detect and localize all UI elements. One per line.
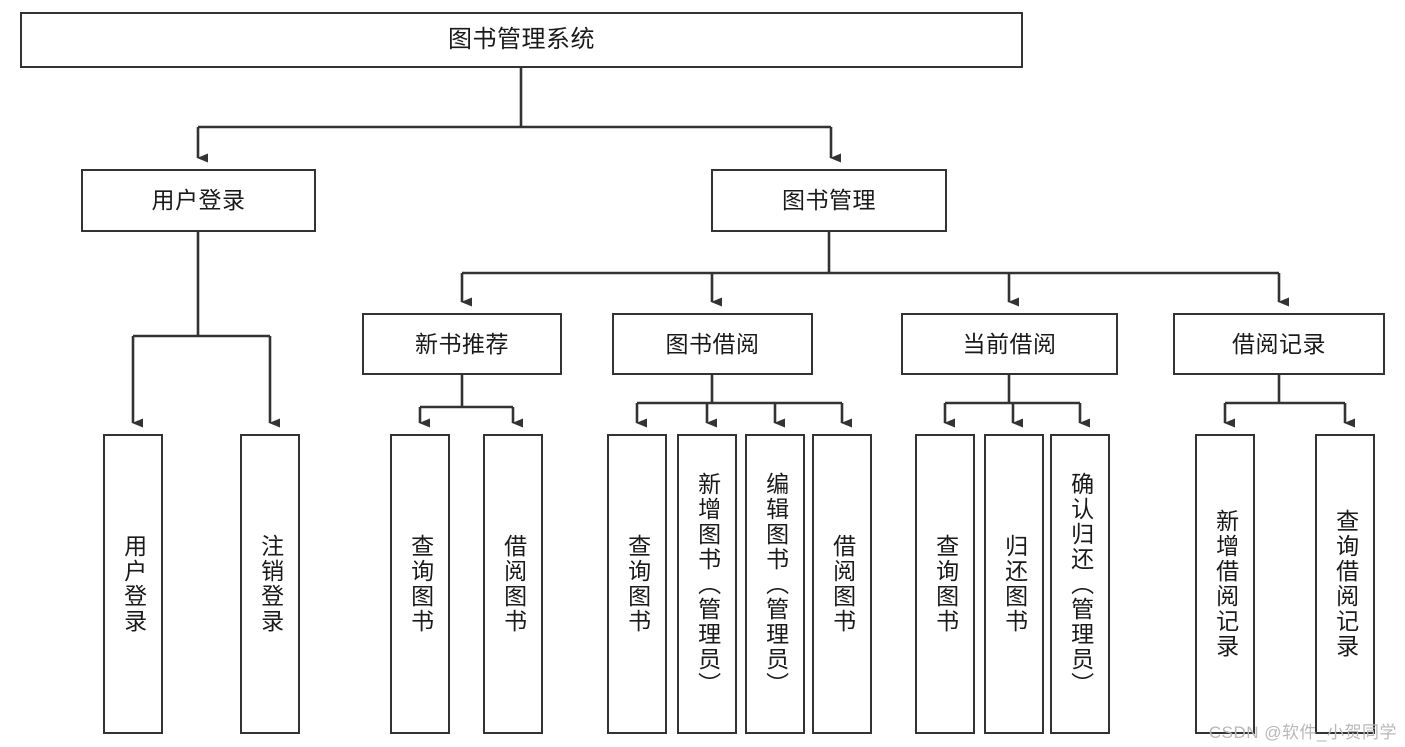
node-current-borrow[interactable]: 当前借阅: [901, 313, 1118, 375]
node-label: 确认归还（管理员）: [1067, 471, 1094, 697]
node-label: 借阅记录: [1232, 330, 1326, 357]
node-label: 用户登录: [151, 187, 246, 214]
leaf-user-login[interactable]: 用户登录: [103, 434, 163, 734]
node-label: 新增借阅记录: [1212, 509, 1239, 659]
node-borrow-records[interactable]: 借阅记录: [1173, 313, 1385, 375]
node-label: 图书借阅: [665, 330, 760, 357]
node-label: 查询图书: [932, 534, 959, 634]
node-label: 查询图书: [624, 534, 651, 634]
leaf-borrow-book[interactable]: 借阅图书: [812, 434, 872, 734]
node-label: 归还图书: [1001, 534, 1028, 634]
node-label: 编辑图书（管理员）: [762, 471, 789, 697]
leaf-add-book-admin[interactable]: 新增图书（管理员）: [677, 434, 737, 734]
watermark: CSDN @软件_小贺同学: [1208, 723, 1397, 742]
node-label: 查询图书: [407, 534, 434, 634]
node-label: 新书推荐: [415, 330, 509, 357]
leaf-confirm-return-admin[interactable]: 确认归还（管理员）: [1050, 434, 1110, 734]
leaf-borrow-book-recommend[interactable]: 借阅图书: [483, 434, 543, 734]
node-user-login[interactable]: 用户登录: [81, 169, 316, 232]
node-label: 图书管理: [782, 187, 876, 214]
leaf-query-book-recommend[interactable]: 查询图书: [390, 434, 450, 734]
leaf-logout[interactable]: 注销登录: [240, 434, 300, 734]
node-label: 借阅图书: [500, 534, 527, 634]
leaf-edit-book-admin[interactable]: 编辑图书（管理员）: [745, 434, 805, 734]
leaf-query-book-borrow[interactable]: 查询图书: [607, 434, 667, 734]
node-label: 注销登录: [257, 534, 284, 634]
leaf-query-borrow-record[interactable]: 查询借阅记录: [1315, 434, 1375, 734]
node-root-system[interactable]: 图书管理系统: [20, 12, 1023, 68]
node-label: 用户登录: [120, 534, 147, 634]
node-book-borrow[interactable]: 图书借阅: [612, 313, 813, 375]
leaf-add-borrow-record[interactable]: 新增借阅记录: [1195, 434, 1255, 734]
leaf-return-book[interactable]: 归还图书: [984, 434, 1044, 734]
node-label: 借阅图书: [829, 534, 856, 634]
node-label: 当前借阅: [962, 330, 1057, 357]
node-book-management[interactable]: 图书管理: [711, 169, 947, 232]
node-label: 图书管理系统: [448, 26, 595, 54]
node-label: 新增图书（管理员）: [694, 471, 721, 697]
node-label: 查询借阅记录: [1332, 509, 1359, 659]
leaf-query-book-current[interactable]: 查询图书: [915, 434, 975, 734]
node-new-book-recommend[interactable]: 新书推荐: [362, 313, 562, 375]
